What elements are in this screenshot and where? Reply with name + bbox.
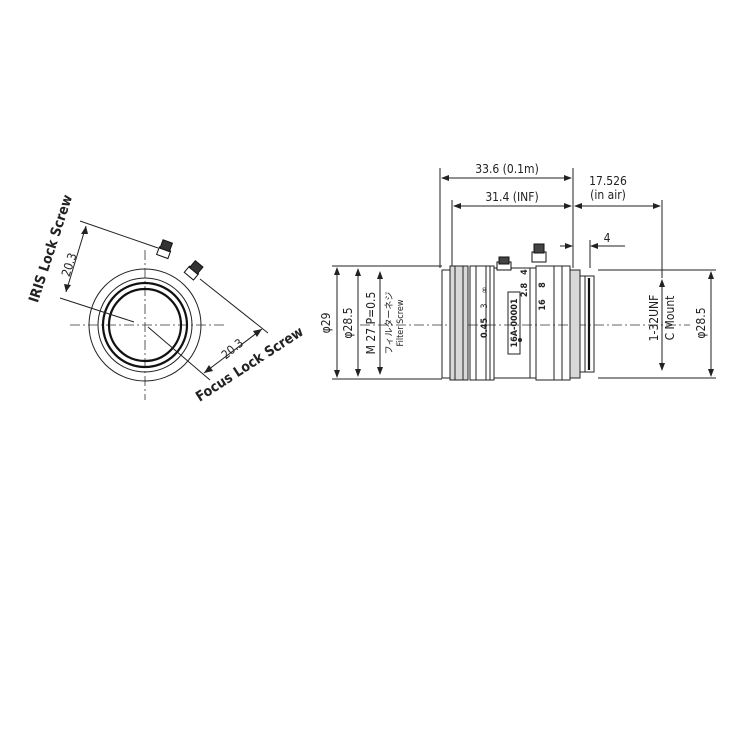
focus-mark-inf: ∞ bbox=[480, 287, 490, 294]
length-total: 33.6 (0.1m) bbox=[475, 162, 539, 176]
focus-lock-label: Focus Lock Screw bbox=[193, 324, 307, 406]
side-focus-screw[interactable] bbox=[496, 256, 512, 271]
side-iris-screw[interactable] bbox=[531, 243, 547, 263]
aperture-16: 16 bbox=[538, 299, 548, 311]
iris-dimension bbox=[59, 220, 159, 323]
mount-thread: 1-32UNF bbox=[647, 295, 661, 342]
bezel-ring bbox=[101, 281, 189, 369]
front-glass-ring bbox=[107, 287, 183, 363]
front-bezel bbox=[449, 265, 469, 381]
iris-lock-screw[interactable] bbox=[155, 239, 174, 260]
side-view: 33.6 (0.1m) 31.4 (INF) 17.526 (in air) 4… bbox=[319, 162, 716, 381]
focus-dimension bbox=[147, 278, 269, 381]
outer-ring bbox=[88, 268, 202, 382]
aperture-4: 4 bbox=[520, 269, 530, 275]
index-dot bbox=[518, 338, 522, 342]
model-tag-box bbox=[507, 291, 521, 355]
model-tag: 16A-00001 bbox=[510, 298, 520, 347]
focus-mark-3: 3 bbox=[480, 303, 490, 308]
length-inf: 31.4 (INF) bbox=[485, 190, 538, 204]
iris-dim-text: 20.3 bbox=[59, 251, 80, 278]
aperture-min: 0.45 bbox=[480, 318, 490, 338]
focus-lock-screw[interactable] bbox=[183, 259, 204, 281]
dia-body: φ28.5 bbox=[341, 307, 355, 338]
filter-thread: M 27 P=0.5 bbox=[364, 292, 378, 355]
filter-en: Filter Screw bbox=[396, 299, 406, 346]
mount-depth: 4 bbox=[604, 231, 611, 245]
mount-name: C Mount bbox=[663, 296, 677, 341]
rear-flange bbox=[569, 269, 581, 379]
flange-back-note: (in air) bbox=[590, 188, 626, 202]
aperture-2-8: 2.8 bbox=[520, 282, 530, 297]
front-view: 20.3 IRIS Lock Screw 20.3 Focus Lock Scr… bbox=[26, 193, 307, 406]
filter-jp: フィルターネジ bbox=[384, 292, 395, 355]
barrel-ring bbox=[97, 277, 193, 373]
flange-back: 17.526 bbox=[589, 174, 627, 188]
c-mount-thread bbox=[579, 275, 595, 373]
dia-outer: φ29 bbox=[319, 312, 333, 333]
aperture-8: 8 bbox=[538, 282, 548, 288]
dia-mount: φ28.5 bbox=[694, 307, 708, 338]
front-lip bbox=[441, 269, 451, 379]
